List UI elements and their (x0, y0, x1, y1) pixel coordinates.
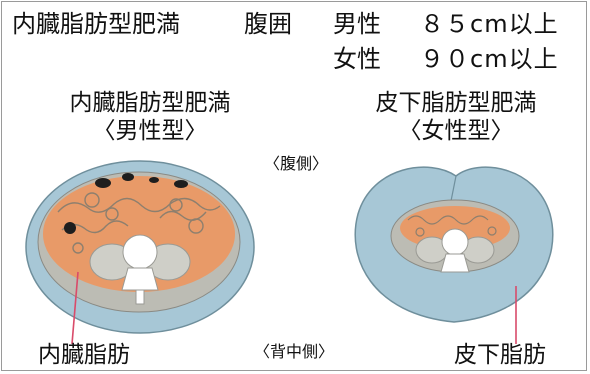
visceral-fat-label: 内臓脂肪 (38, 344, 130, 367)
subcutaneous-fat-label: 皮下脂肪 (454, 344, 546, 367)
